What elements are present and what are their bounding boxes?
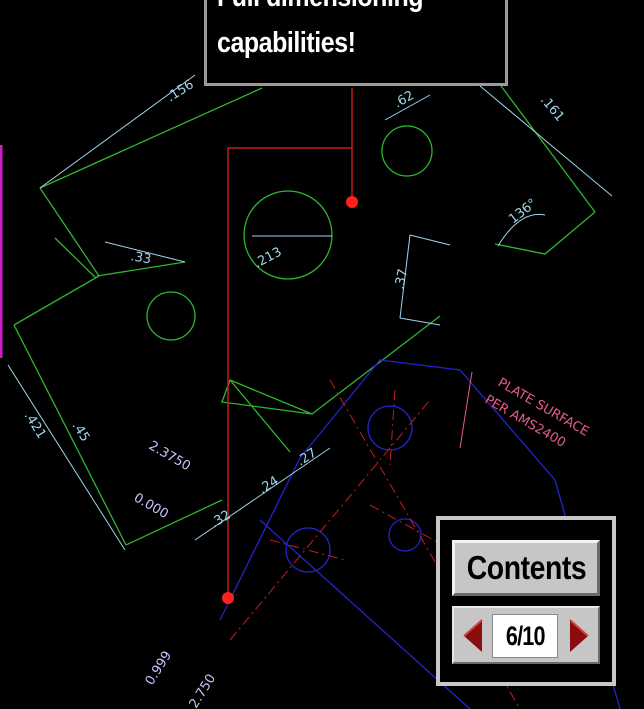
page-indicator-text: 6/10 [505,620,546,651]
right-arrow-icon [569,619,589,652]
page-indicator: 6/10 [492,614,558,658]
navigation-panel: Contents 6/10 [436,516,616,686]
previous-page-button[interactable] [458,614,488,658]
dim-136: 136° [506,196,540,227]
callout-leaders [227,88,353,598]
dimension-lines [7,74,613,551]
leader-dot-bottom [222,592,234,604]
contents-button-label: Contents [466,549,586,586]
dim-37: .37 [392,267,411,290]
leader-dot-top [346,196,358,208]
dim-156: .156 [164,77,197,105]
dim-0000: 0.000 [131,490,171,522]
dim-62: .62 [392,88,417,111]
dim-0999: 0.999 [143,649,175,689]
dim-33: .33 [129,249,152,267]
part-outline [13,85,596,546]
plate-surface-note: PLATE SURFACE PER AMS2400 [482,375,591,450]
left-arrow-icon [463,619,483,652]
dim-23750: 2.3750 [146,438,193,474]
dim-24: .24 [256,474,281,498]
dim-27: .27 [294,446,319,470]
dim-421: .421 [21,409,49,442]
feature-callout: Full dimensioning capabilities! [204,0,508,86]
dim-161: .161 [537,93,567,125]
dim-2750: 2.750 [187,672,219,709]
callout-line-1: Full dimensioning [217,0,423,14]
callout-line-2: capabilities! [217,27,356,59]
page-navigator: 6/10 [452,606,600,664]
dim-213: .213 [252,245,285,272]
next-page-button[interactable] [564,614,594,658]
note-leader [459,371,473,449]
dim-45: .45 [69,419,93,444]
contents-button[interactable]: Contents [452,540,600,596]
